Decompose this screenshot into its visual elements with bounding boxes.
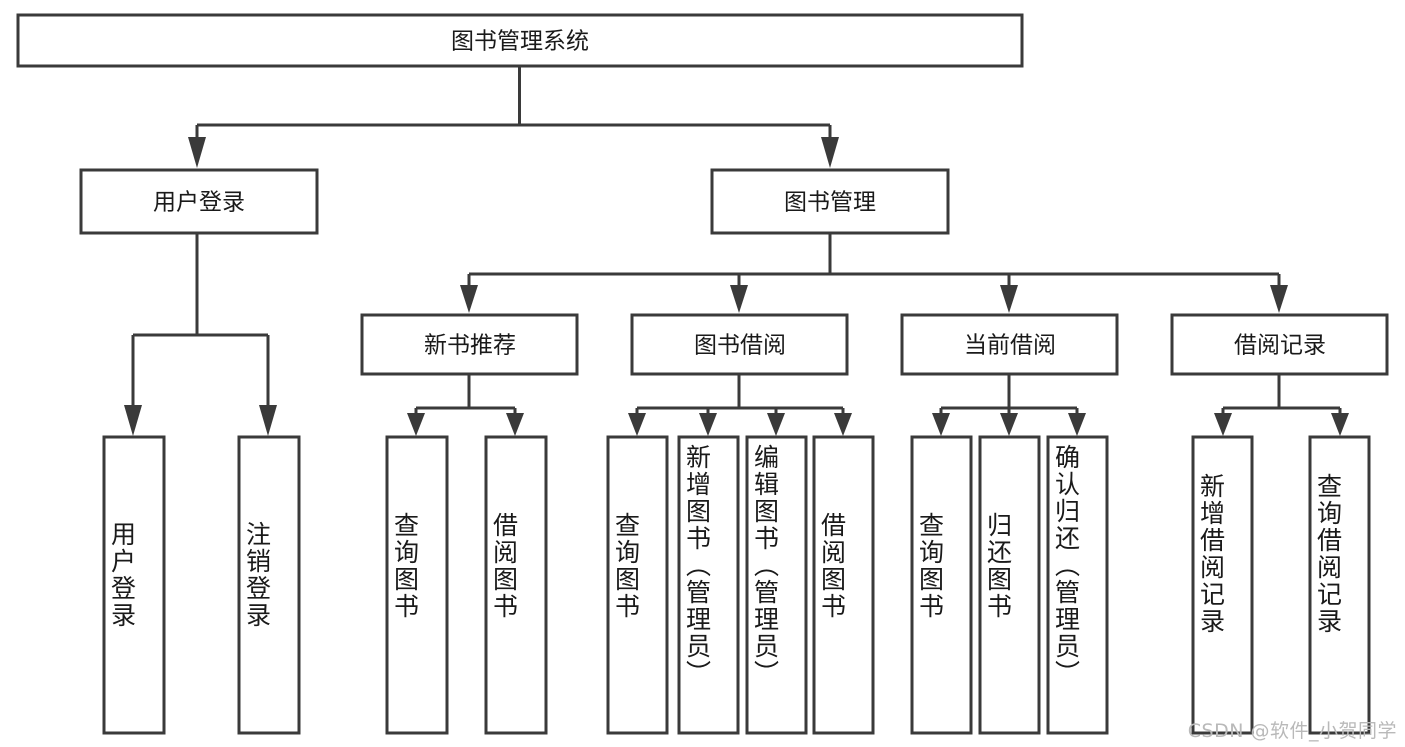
- book-borrow-label: 图书借阅: [694, 333, 786, 359]
- root-label: 图书管理系统: [451, 29, 589, 55]
- leaf-box-cb-confirm-return[interactable]: [1046, 435, 1109, 735]
- connectors: [124, 66, 1349, 436]
- arrow-to-leaf-user-login: [124, 405, 142, 436]
- node-root[interactable]: 图书管理系统: [16, 13, 1024, 68]
- arrow-bb-leaf-4: [834, 413, 852, 436]
- leaf-box-cb-query-book[interactable]: [910, 435, 973, 735]
- csdn-watermark: CSDN @软件_小贺同学: [1187, 720, 1397, 742]
- new-book-recommend-box[interactable]: [360, 313, 579, 376]
- node-new-book-recommend[interactable]: 新书推荐: [360, 313, 579, 376]
- arrow-nb-leaf-2: [506, 413, 524, 436]
- leaf-box-nb-query-book[interactable]: [385, 435, 449, 735]
- arrow-to-book-mgmt: [821, 137, 839, 168]
- leaf-box-br-query-record[interactable]: [1308, 435, 1371, 735]
- leaf-box-cb-return-book[interactable]: [978, 435, 1041, 735]
- leaf-boxes: [102, 435, 1371, 735]
- arrow-nb-leaf-1: [407, 413, 425, 436]
- leaf-box-bb-borrow-book[interactable]: [812, 435, 875, 735]
- borrow-record-label: 借阅记录: [1234, 333, 1326, 359]
- leaf-box-logout[interactable]: [237, 435, 301, 735]
- leaf-box-bb-query-book[interactable]: [606, 435, 669, 735]
- current-borrow-box[interactable]: [900, 313, 1119, 376]
- current-borrow-label: 当前借阅: [964, 333, 1056, 359]
- leaf-box-br-add-record[interactable]: [1191, 435, 1254, 735]
- node-book-borrow[interactable]: 图书借阅: [630, 313, 849, 376]
- arrow-to-borrow-record: [1270, 285, 1288, 313]
- arrow-to-new-book: [460, 285, 478, 313]
- arrow-bb-leaf-3: [767, 413, 785, 436]
- arrow-to-leaf-logout: [259, 405, 277, 436]
- node-borrow-record[interactable]: 借阅记录: [1170, 313, 1389, 376]
- node-book-management[interactable]: 图书管理: [710, 168, 950, 235]
- user-login-label: 用户登录: [153, 190, 245, 216]
- book-management-label: 图书管理: [784, 190, 876, 216]
- user-login-box[interactable]: [79, 168, 319, 235]
- leaf-box-bb-add-book[interactable]: [677, 435, 740, 735]
- arrow-cb-leaf-1: [932, 413, 950, 436]
- leaf-box-bb-edit-book[interactable]: [745, 435, 808, 735]
- node-user-login[interactable]: 用户登录: [79, 168, 319, 235]
- node-current-borrow[interactable]: 当前借阅: [900, 313, 1119, 376]
- arrow-to-current-borrow: [1000, 285, 1018, 313]
- arrow-to-user-login: [188, 137, 206, 168]
- root-box[interactable]: [16, 13, 1024, 68]
- arrow-cb-leaf-3: [1068, 413, 1086, 436]
- arrow-cb-leaf-2: [1000, 413, 1018, 436]
- arrow-br-leaf-2: [1331, 413, 1349, 436]
- borrow-record-box[interactable]: [1170, 313, 1389, 376]
- leaf-box-nb-borrow-book[interactable]: [484, 435, 548, 735]
- arrow-br-leaf-1: [1214, 413, 1232, 436]
- arrow-bb-leaf-1: [628, 413, 646, 436]
- arrow-bb-leaf-2: [699, 413, 717, 436]
- arrow-to-book-borrow: [730, 285, 748, 313]
- book-borrow-box[interactable]: [630, 313, 849, 376]
- book-management-box[interactable]: [710, 168, 950, 235]
- leaf-box-user-login[interactable]: [102, 435, 166, 735]
- new-book-recommend-label: 新书推荐: [424, 333, 516, 359]
